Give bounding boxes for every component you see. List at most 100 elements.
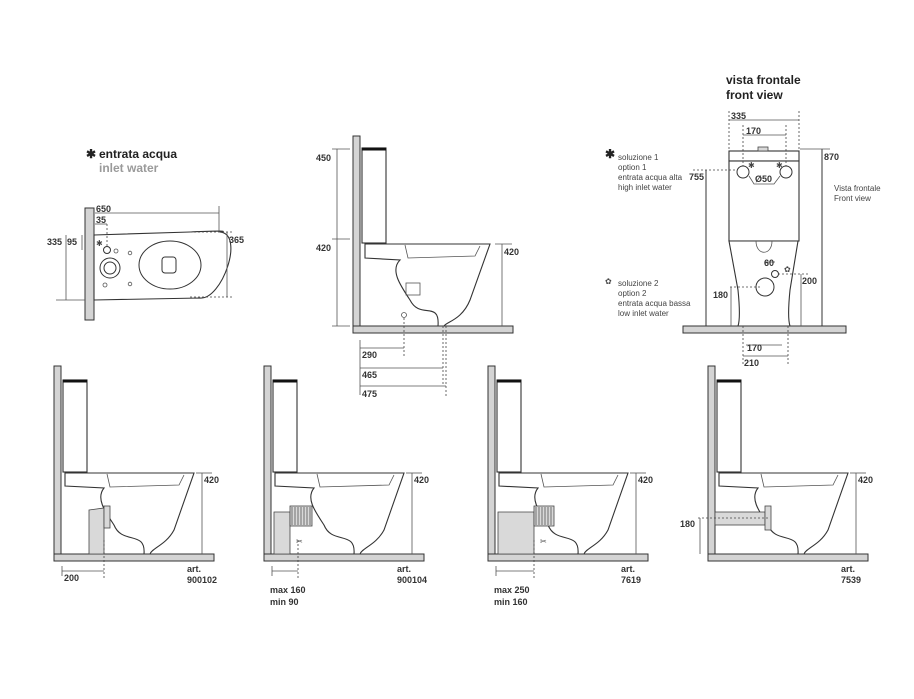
cistern	[716, 379, 742, 473]
dim-290: 290	[362, 350, 377, 360]
rim-line	[760, 473, 839, 488]
cistern	[272, 379, 298, 473]
horizontal-outlet-pipe	[714, 511, 766, 526]
wall-section	[263, 365, 272, 555]
floor-section	[487, 553, 649, 562]
dim-seat-height: 420	[204, 475, 219, 485]
floor-section	[53, 553, 215, 562]
option1-line4: high inlet water	[618, 183, 672, 192]
cistern	[62, 379, 88, 473]
bowl-side	[364, 243, 491, 327]
floor-section	[352, 325, 514, 334]
dim-35: 35	[96, 215, 106, 225]
front-title-it: vista frontale	[726, 73, 801, 87]
rim-line	[106, 473, 185, 488]
cistern-lid-front	[728, 150, 800, 162]
fix-hole	[102, 282, 108, 288]
dim-420-wall: 420	[316, 243, 331, 253]
option1-line2: option 1	[618, 163, 647, 172]
fix-hole	[127, 250, 133, 256]
floor-section	[707, 553, 869, 562]
outlet-ring	[99, 257, 121, 279]
dim-870: 870	[824, 152, 839, 162]
inlet-symbol: ✱	[86, 147, 96, 161]
art-label: art.	[621, 564, 635, 574]
wall-section	[352, 135, 361, 327]
inlet-legend: ✱ entrata acqua inlet water	[86, 147, 177, 175]
dim-420-seat: 420	[504, 247, 519, 257]
dim-170-base: 170	[747, 343, 762, 353]
art-code: 900102	[187, 575, 217, 585]
variant-1: 420 art.900102 200	[53, 365, 219, 585]
flush-button	[757, 146, 769, 152]
trap-outlet	[405, 282, 421, 296]
dim-200: 200	[802, 276, 817, 286]
dim-365: 365	[229, 235, 244, 245]
fix-hole	[127, 281, 133, 287]
dim-seat-height: 420	[858, 475, 873, 485]
pipe-collar	[103, 505, 111, 529]
dim-180-front: 180	[713, 290, 728, 300]
cistern	[361, 147, 387, 244]
dim-210-base: 210	[744, 358, 759, 368]
option2-line2: option 2	[618, 289, 647, 298]
cistern-front	[728, 160, 800, 242]
floor-front	[682, 325, 847, 334]
dim-floor-1: 200	[64, 573, 79, 583]
option-1-note: ✱ soluzione 1 option 1 entrata acqua alt…	[605, 147, 683, 192]
art-label: art.	[841, 564, 855, 574]
inlet-label-en: inlet water	[99, 161, 159, 175]
opt1-marker-left: ✱	[748, 161, 755, 170]
floor-section	[263, 553, 425, 562]
dim-95: 95	[67, 237, 77, 247]
bowl-side	[498, 472, 629, 555]
art-code: 900104	[397, 575, 427, 585]
option2-symbol: ✿	[605, 277, 612, 286]
outlet-pipe	[88, 507, 105, 555]
dim-seat-height: 420	[414, 475, 429, 485]
art-label: art.	[187, 564, 201, 574]
option1-line3: entrata acqua alta	[618, 173, 683, 182]
top-view: 650 35 335 95 ✱ 365	[47, 204, 244, 321]
rim-line	[404, 244, 481, 259]
drain-outline	[161, 256, 177, 274]
dim-755: 755	[689, 172, 704, 182]
front-view: vista frontale front view Ø50 ✱ ✱ ✿ 870 …	[682, 73, 881, 368]
option-2-note: ✿ soluzione 2 option 2 entrata acqua bas…	[605, 277, 691, 318]
option2-line3: entrata acqua bassa	[618, 299, 691, 308]
outlet-pipe	[497, 511, 535, 555]
dim-60: 60	[764, 258, 774, 268]
inlet-point	[401, 312, 407, 318]
opt2-marker: ✿	[784, 265, 791, 274]
art-label: art.	[397, 564, 411, 574]
dim-180: 180	[680, 519, 695, 529]
dim-475: 475	[362, 389, 377, 399]
art-code: 7619	[621, 575, 641, 585]
rim-curve	[755, 240, 773, 253]
dim-335: 335	[47, 237, 62, 247]
outlet-inner	[103, 261, 117, 275]
pedestal-front	[728, 240, 799, 327]
option2-line4: low inlet water	[618, 309, 669, 318]
opt1-marker-right: ✱	[776, 161, 783, 170]
inlet-hole	[103, 246, 111, 254]
bowl-side	[274, 472, 405, 555]
fix-hole	[113, 248, 119, 254]
dim-450: 450	[316, 153, 331, 163]
rim-line	[316, 473, 395, 488]
option1-line1: soluzione 1	[618, 153, 659, 162]
rim-line	[540, 473, 619, 488]
option2-line1: soluzione 2	[618, 279, 659, 288]
side-view: 450 420 420 290 465 475	[316, 135, 519, 399]
bowl-side	[64, 472, 195, 555]
wall-section	[53, 365, 62, 555]
dim-seat-height: 420	[638, 475, 653, 485]
dim-170-top: 170	[746, 126, 761, 136]
dim-floor-1: max 250	[494, 585, 530, 595]
seat-opening	[138, 240, 202, 290]
side-label-en: Front view	[834, 194, 871, 203]
